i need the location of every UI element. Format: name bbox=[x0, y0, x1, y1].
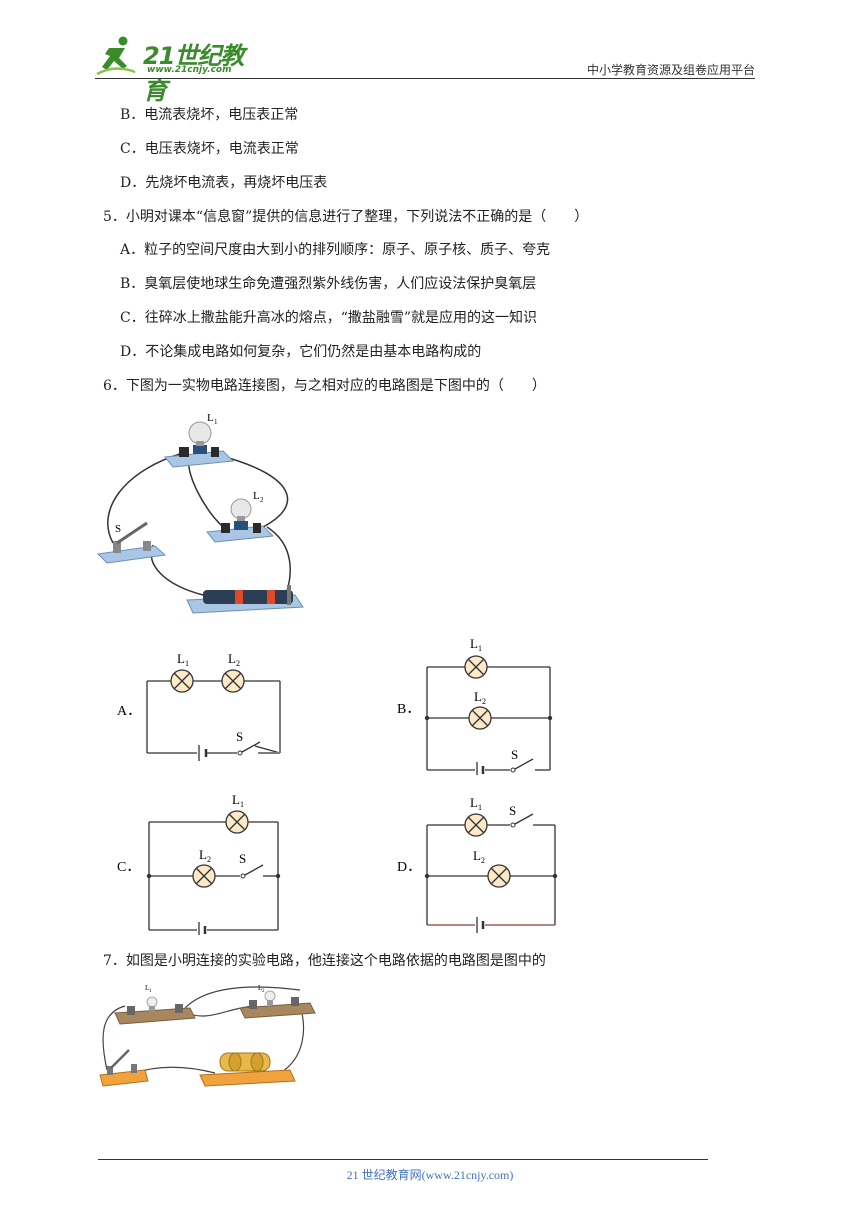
svg-text:L: L bbox=[258, 984, 262, 992]
q5-option-b: B．臭氧层使地球生命免遭强烈紫外线伤害，人们应设法保护臭氧层 bbox=[120, 276, 537, 292]
svg-text:L: L bbox=[177, 651, 185, 666]
logo-text: 21世纪教育 bbox=[143, 42, 244, 105]
svg-text:2: 2 bbox=[236, 659, 240, 668]
lamp-l1-bulb-icon bbox=[146, 996, 158, 1008]
lamp-l1-bulb-icon bbox=[188, 421, 212, 445]
site-logo: 21世纪教育 www.21cnjy.com bbox=[95, 30, 265, 105]
svg-text:S: S bbox=[509, 803, 516, 818]
q7-circuit-photo: L 1 L 2 bbox=[99, 984, 316, 1087]
svg-text:S: S bbox=[236, 729, 243, 744]
battery-icon bbox=[203, 590, 293, 604]
photo-label-l1: L bbox=[207, 412, 214, 424]
svg-text:L: L bbox=[473, 848, 481, 863]
q4-option-d: D．先烧坏电流表，再烧坏电压表 bbox=[120, 175, 328, 191]
option-b-label: B． bbox=[397, 702, 420, 717]
option-c-label: C． bbox=[117, 860, 140, 875]
q6-diagram-c: C． S L 1 L 2 bbox=[117, 792, 281, 935]
switch-icon bbox=[514, 758, 534, 770]
q5-stem: 5．小明对课本“信息窗”提供的信息进行了整理，下列说法不正确的是（ ） bbox=[103, 209, 589, 225]
photo-label-s: S bbox=[115, 523, 121, 535]
q6-diagram-a: A． S L 1 L 2 bbox=[117, 651, 281, 761]
svg-text:L: L bbox=[145, 984, 149, 992]
svg-text:L: L bbox=[470, 795, 478, 810]
q7-stem: 7．如图是小明连接的实验电路，他连接这个电路依据的电路图是图中的 bbox=[103, 953, 546, 969]
svg-text:2: 2 bbox=[481, 856, 485, 865]
svg-text:L: L bbox=[470, 636, 478, 651]
svg-text:L: L bbox=[232, 792, 240, 807]
footer-text[interactable]: 21 世纪教育网(www.21cnjy.com) bbox=[346, 1168, 514, 1182]
svg-text:1: 1 bbox=[240, 800, 244, 809]
q5-option-d: D．不论集成电路如何复杂，它们仍然是由基本电路构成的 bbox=[120, 344, 482, 360]
photo-label-l1-sub: 1 bbox=[214, 418, 218, 426]
q6-diagram-d: D． S L 1 L 2 bbox=[397, 795, 558, 933]
switch-icon bbox=[244, 864, 264, 876]
q6-circuit-photo: L 1 L 2 S bbox=[96, 412, 304, 614]
switch-icon bbox=[241, 741, 261, 753]
q5-option-c: C．往碎冰上撒盐能升高冰的熔点，“撒盐融雪”就是应用的这一知识 bbox=[120, 310, 538, 326]
svg-text:2: 2 bbox=[482, 697, 486, 706]
photo-label-l2: L bbox=[253, 490, 260, 502]
q4-option-c: C．电压表烧坏，电流表正常 bbox=[120, 141, 299, 157]
svg-text:S: S bbox=[239, 851, 246, 866]
logo-url: www.21cnjy.com bbox=[147, 65, 232, 75]
lamp-l2-bulb-icon bbox=[264, 990, 276, 1002]
svg-text:L: L bbox=[228, 651, 236, 666]
svg-text:2: 2 bbox=[262, 989, 265, 994]
svg-text:L: L bbox=[474, 689, 482, 704]
svg-text:1: 1 bbox=[478, 644, 482, 653]
q5-option-a: A．粒子的空间尺度由大到小的排列顺序：原子、原子核、质子、夸克 bbox=[120, 242, 551, 258]
header-divider bbox=[95, 78, 755, 79]
switch-icon bbox=[514, 813, 534, 825]
photo-label-l2-sub: 2 bbox=[260, 496, 264, 504]
svg-text:1: 1 bbox=[149, 989, 152, 994]
svg-text:L: L bbox=[199, 847, 207, 862]
option-d-label: D． bbox=[397, 860, 421, 875]
svg-text:1: 1 bbox=[185, 659, 189, 668]
switch-lever-icon bbox=[116, 521, 148, 545]
q4-option-b: B．电流表烧坏，电压表正常 bbox=[120, 107, 299, 123]
svg-text:1: 1 bbox=[478, 803, 482, 812]
page-header: 21世纪教育 www.21cnjy.com 中小学教育资源及组卷应用平台 bbox=[95, 30, 755, 105]
runner-logo-icon bbox=[96, 36, 136, 76]
switch-lever-icon bbox=[110, 1049, 130, 1069]
q6-stem: 6．下图为一实物电路连接图，与之相对应的电路图是下图中的（ ） bbox=[103, 378, 546, 394]
svg-text:S: S bbox=[511, 747, 518, 762]
option-a-label: A． bbox=[117, 704, 141, 719]
footer-divider bbox=[98, 1159, 708, 1160]
svg-text:2: 2 bbox=[207, 855, 211, 864]
platform-name: 中小学教育资源及组卷应用平台 bbox=[586, 63, 755, 77]
q6-diagram-b: B． S L 1 L 2 bbox=[397, 636, 553, 775]
